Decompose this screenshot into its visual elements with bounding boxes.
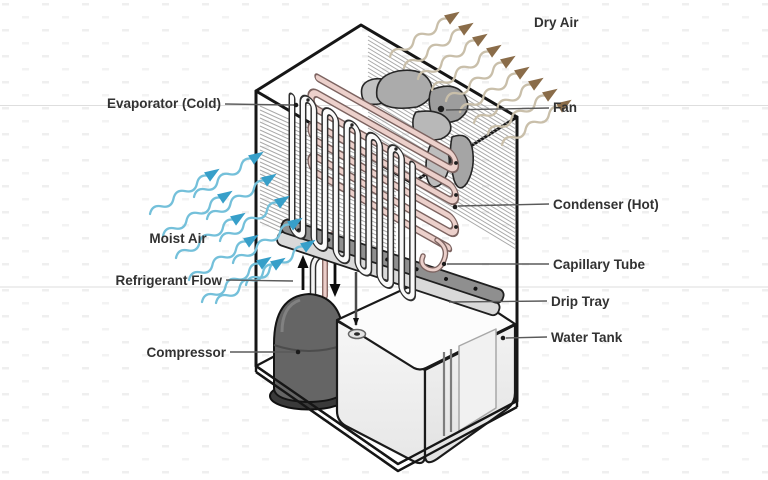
label-fan: Fan (553, 100, 577, 115)
label-water-tank: Water Tank (551, 330, 623, 345)
leader-drip-tray (448, 300, 548, 303)
refrigerant-flow-arrows (297, 255, 341, 297)
leader-lines (224, 102, 550, 355)
capillary-tube (419, 237, 449, 273)
condenser-coil (307, 73, 460, 273)
leader-fan (445, 107, 550, 111)
drain-pipe (347, 272, 367, 340)
label-refrigerant-flow: Refrigerant Flow (115, 273, 222, 288)
label-drip-tray: Drip Tray (551, 294, 610, 309)
label-dry-air: Dry Air (534, 15, 579, 30)
label-capillary-tube: Capillary Tube (553, 257, 646, 272)
label-compressor: Compressor (146, 345, 226, 360)
leader-refrigerant (225, 279, 294, 282)
fan-blade (375, 69, 433, 110)
evaporator-coil (288, 92, 417, 302)
labels: Evaporator (Cold) Fan Dry Air Moist Air … (107, 15, 659, 360)
cabinet-base-frame-front (254, 365, 519, 473)
label-condenser: Condenser (Hot) (553, 197, 659, 212)
tank-handle (442, 328, 497, 436)
label-moist-air: Moist Air (149, 231, 207, 246)
label-evaporator: Evaporator (Cold) (107, 96, 221, 111)
leader-water-tank (505, 336, 548, 339)
leader-evaporator (224, 103, 295, 106)
leader-condenser (457, 203, 550, 207)
fan-hub-dot (437, 105, 445, 113)
